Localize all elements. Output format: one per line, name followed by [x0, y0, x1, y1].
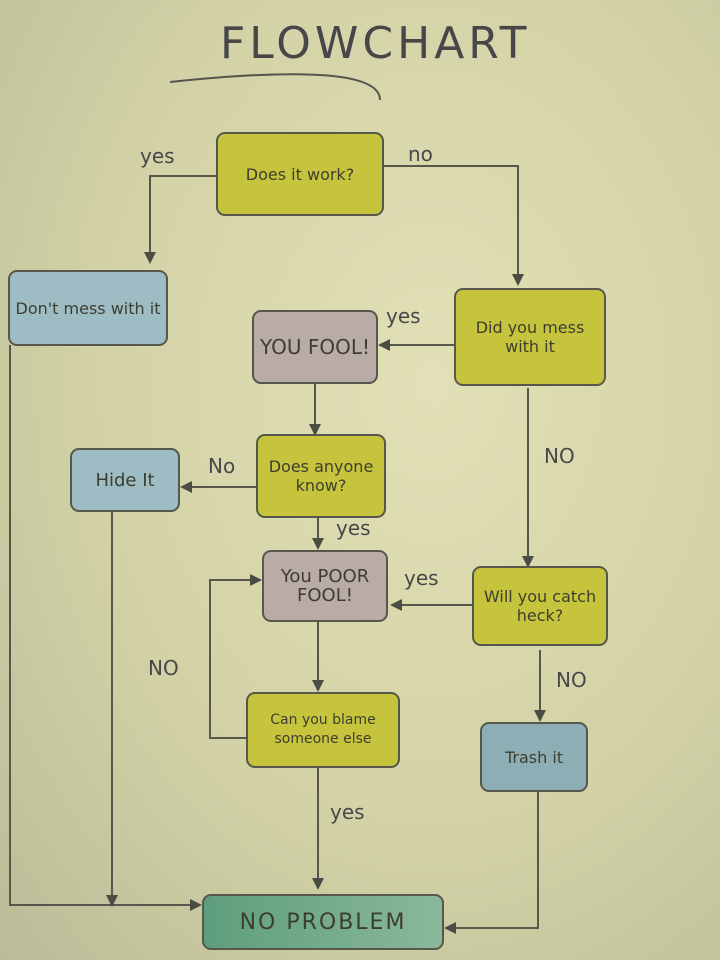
node-no-problem: NO PROBLEM: [202, 894, 444, 950]
node-anyone-know: Does anyone know?: [256, 434, 386, 518]
edge-work-yes: [144, 175, 218, 264]
label-mess-yes: yes: [386, 304, 421, 328]
label-work-no: no: [408, 142, 433, 166]
edge-dont-problem: [9, 345, 202, 911]
label-heck-yes: yes: [404, 566, 439, 590]
node-you-fool: YOU FOOL!: [252, 310, 378, 384]
edge-trash-problem: [444, 792, 539, 934]
edge-work-no: [384, 165, 524, 286]
flowchart-title: FLOWCHART: [220, 18, 531, 69]
node-dont-mess: Don't mess with it: [8, 270, 168, 346]
label-mess-no: NO: [544, 444, 575, 468]
label-blame-no: NO: [148, 656, 179, 680]
label-blame-yes: yes: [330, 800, 365, 824]
label-work-yes: yes: [140, 144, 175, 168]
title-underline: [169, 73, 381, 101]
label-know-no: No: [208, 454, 236, 478]
node-poor-fool: You POOR FOOL!: [262, 550, 388, 622]
node-blame: Can you blame someone else: [246, 692, 400, 768]
node-hide-it: Hide It: [70, 448, 180, 512]
node-did-you-mess: Did you mess with it: [454, 288, 606, 386]
label-heck-no: NO: [556, 668, 587, 692]
label-know-yes: yes: [336, 516, 371, 540]
edge-blame-no: [209, 574, 262, 739]
node-does-it-work: Does it work?: [216, 132, 384, 216]
node-catch-heck: Will you catch heck?: [472, 566, 608, 646]
node-trash-it: Trash it: [480, 722, 588, 792]
